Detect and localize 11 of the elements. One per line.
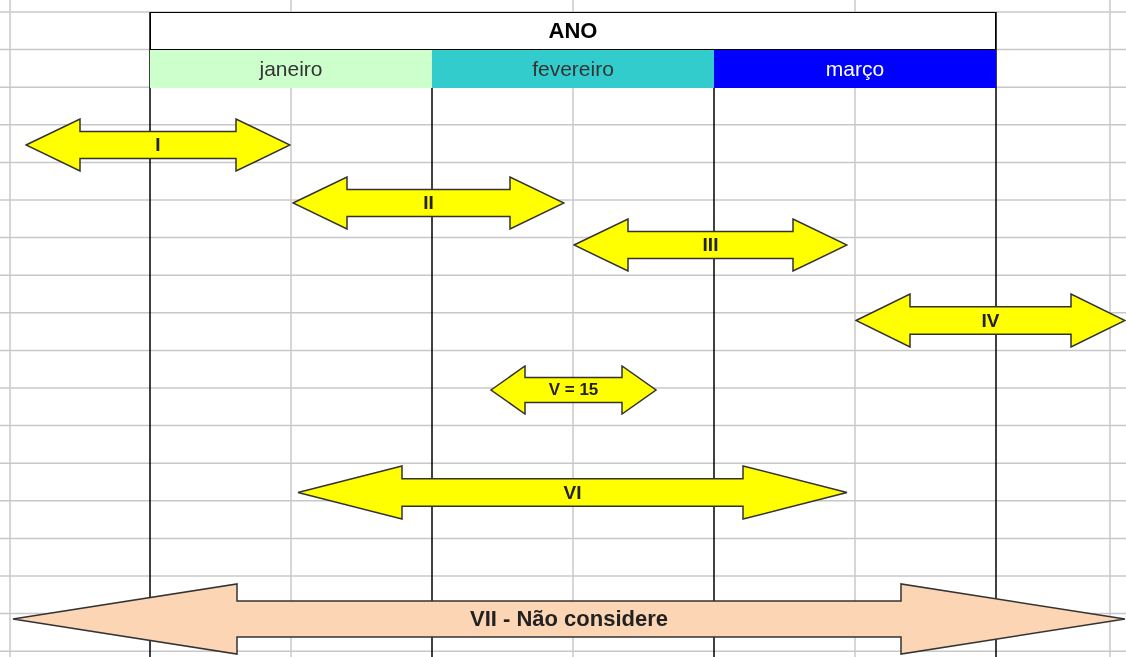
header-cell: ANO — [150, 12, 996, 50]
period-band: III — [573, 218, 848, 272]
period-band: II — [292, 176, 565, 230]
period-band: VII - Não considere — [12, 583, 1126, 655]
month-cell: fevereiro — [432, 50, 714, 88]
period-band: VI — [297, 465, 848, 520]
period-band: I — [25, 118, 291, 172]
month-cell: janeiro — [150, 50, 432, 88]
month-cell: março — [714, 50, 996, 88]
period-band: V = 15 — [490, 365, 657, 415]
period-band: IV — [855, 293, 1126, 348]
